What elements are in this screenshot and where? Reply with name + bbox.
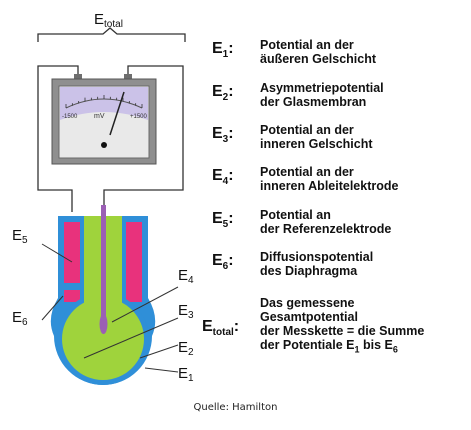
legend-total-line4: der Potentiale E1 bis E6 <box>260 338 398 355</box>
leader-lines <box>41 243 179 373</box>
legend-desc-line1: Potential an der <box>260 38 354 52</box>
meter-scale-face <box>60 87 148 120</box>
legend-desc-line2: inneren Ableitelektrode <box>260 179 399 193</box>
meter-needle <box>109 91 125 136</box>
meter-max-label: +1500 <box>130 114 148 120</box>
legend-total-line1: Das gemessene <box>260 296 355 310</box>
e1-label: E1 <box>178 365 194 384</box>
meter-unit-label: mV <box>94 113 105 120</box>
electrode <box>50 205 156 385</box>
e3-label: E3 <box>178 302 194 321</box>
inner-divider-right <box>122 216 126 302</box>
millivolt-meter: -1500 +1500 mV <box>51 74 157 165</box>
legend-desc-line1: Potential an der <box>260 123 354 137</box>
legend-key: E3: <box>212 125 234 146</box>
legend-desc-line1: Potential an der <box>260 165 354 179</box>
e5-label: E5 <box>12 227 28 246</box>
meter-pivot <box>101 142 107 148</box>
e2-label: E2 <box>178 339 194 358</box>
measuring-wire <box>103 65 184 212</box>
legend-desc-line2: äußeren Gelschicht <box>260 52 377 66</box>
source-caption: Quelle: Hamilton <box>193 402 278 413</box>
inner-lead-tip <box>99 314 108 334</box>
legend-total-line2: Gesamtpotential <box>260 310 358 324</box>
legend-desc-line2: des Diaphragma <box>260 264 358 278</box>
legend-desc-line1: Diffusionspotential <box>260 250 374 264</box>
meter-min-label: -1500 <box>62 114 78 120</box>
legend-desc-line2: der Referenzelektrode <box>260 222 392 236</box>
legend-key: E2: <box>212 83 234 104</box>
legend-key: E6: <box>212 252 234 273</box>
legend-desc-line1: Asymmetriepotential <box>260 81 384 95</box>
legend-desc-line2: inneren Gelschicht <box>260 137 373 151</box>
reference-wire <box>37 65 79 212</box>
inner-lead-wire <box>101 205 106 323</box>
legend-key-total: Etotal: <box>202 318 240 339</box>
glass-membrane-inner <box>62 298 144 380</box>
legend-key: E4: <box>212 167 234 188</box>
diaphragm <box>64 283 80 290</box>
e4-label: E4 <box>178 267 194 286</box>
legend-desc-line1: Potential an <box>260 208 331 222</box>
legend-desc-line2: der Glasmembran <box>260 95 367 109</box>
legend-total-line3: der Messkette = die Summe <box>260 324 425 338</box>
legend-key: E1: <box>212 40 234 61</box>
e6-label: E6 <box>12 309 28 328</box>
legend-key: E5: <box>212 210 234 231</box>
total-brace <box>37 27 186 42</box>
inner-divider-left <box>80 216 84 302</box>
meter-ticks <box>65 95 143 108</box>
e-total-label: Etotal <box>94 11 123 30</box>
